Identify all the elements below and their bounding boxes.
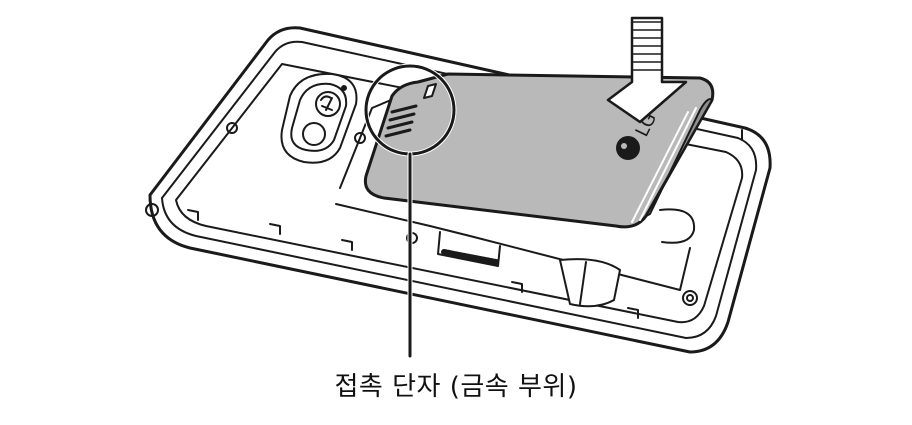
insert-arrow-icon	[606, 16, 688, 124]
contact-terminal-caption: 접촉 단자 (금속 부위)	[334, 372, 578, 402]
battery-compartment-icon	[335, 91, 696, 308]
contact-callout-icon	[363, 63, 457, 359]
camera-module-icon	[280, 72, 366, 164]
